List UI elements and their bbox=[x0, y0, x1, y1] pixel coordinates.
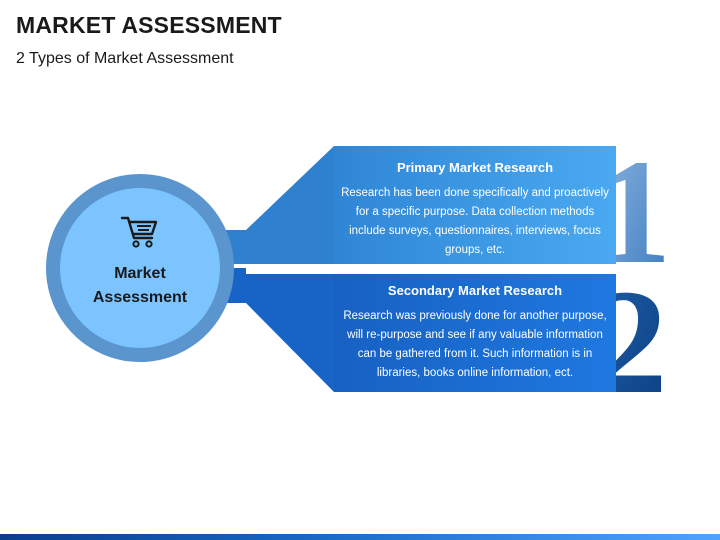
shopping-cart-icon bbox=[120, 216, 158, 248]
connector-1 bbox=[200, 146, 334, 264]
panel-secondary-text: Secondary Market Research Research was p… bbox=[338, 283, 612, 383]
bottom-accent-bar bbox=[0, 534, 720, 540]
panel-primary-title: Primary Market Research bbox=[396, 160, 554, 175]
center-label-line1: Market bbox=[114, 265, 166, 282]
panel-secondary bbox=[334, 274, 616, 392]
center-label: Market Assessment bbox=[66, 262, 214, 310]
panel-secondary-body: Research was previously done for another… bbox=[343, 310, 607, 379]
circle-inner bbox=[60, 188, 220, 348]
panel-primary-text: Primary Market Research Research has bee… bbox=[338, 160, 612, 260]
panel-secondary-title: Secondary Market Research bbox=[387, 283, 563, 298]
panel-primary bbox=[334, 146, 616, 264]
slide-title: MARKET ASSESSMENT bbox=[16, 12, 282, 38]
panel-primary-body: Research has been done specifically and … bbox=[341, 187, 609, 256]
slide-subtitle: 2 Types of Market Assessment bbox=[16, 50, 234, 67]
connector-2 bbox=[200, 268, 334, 392]
center-label-line2: Assessment bbox=[92, 289, 188, 306]
